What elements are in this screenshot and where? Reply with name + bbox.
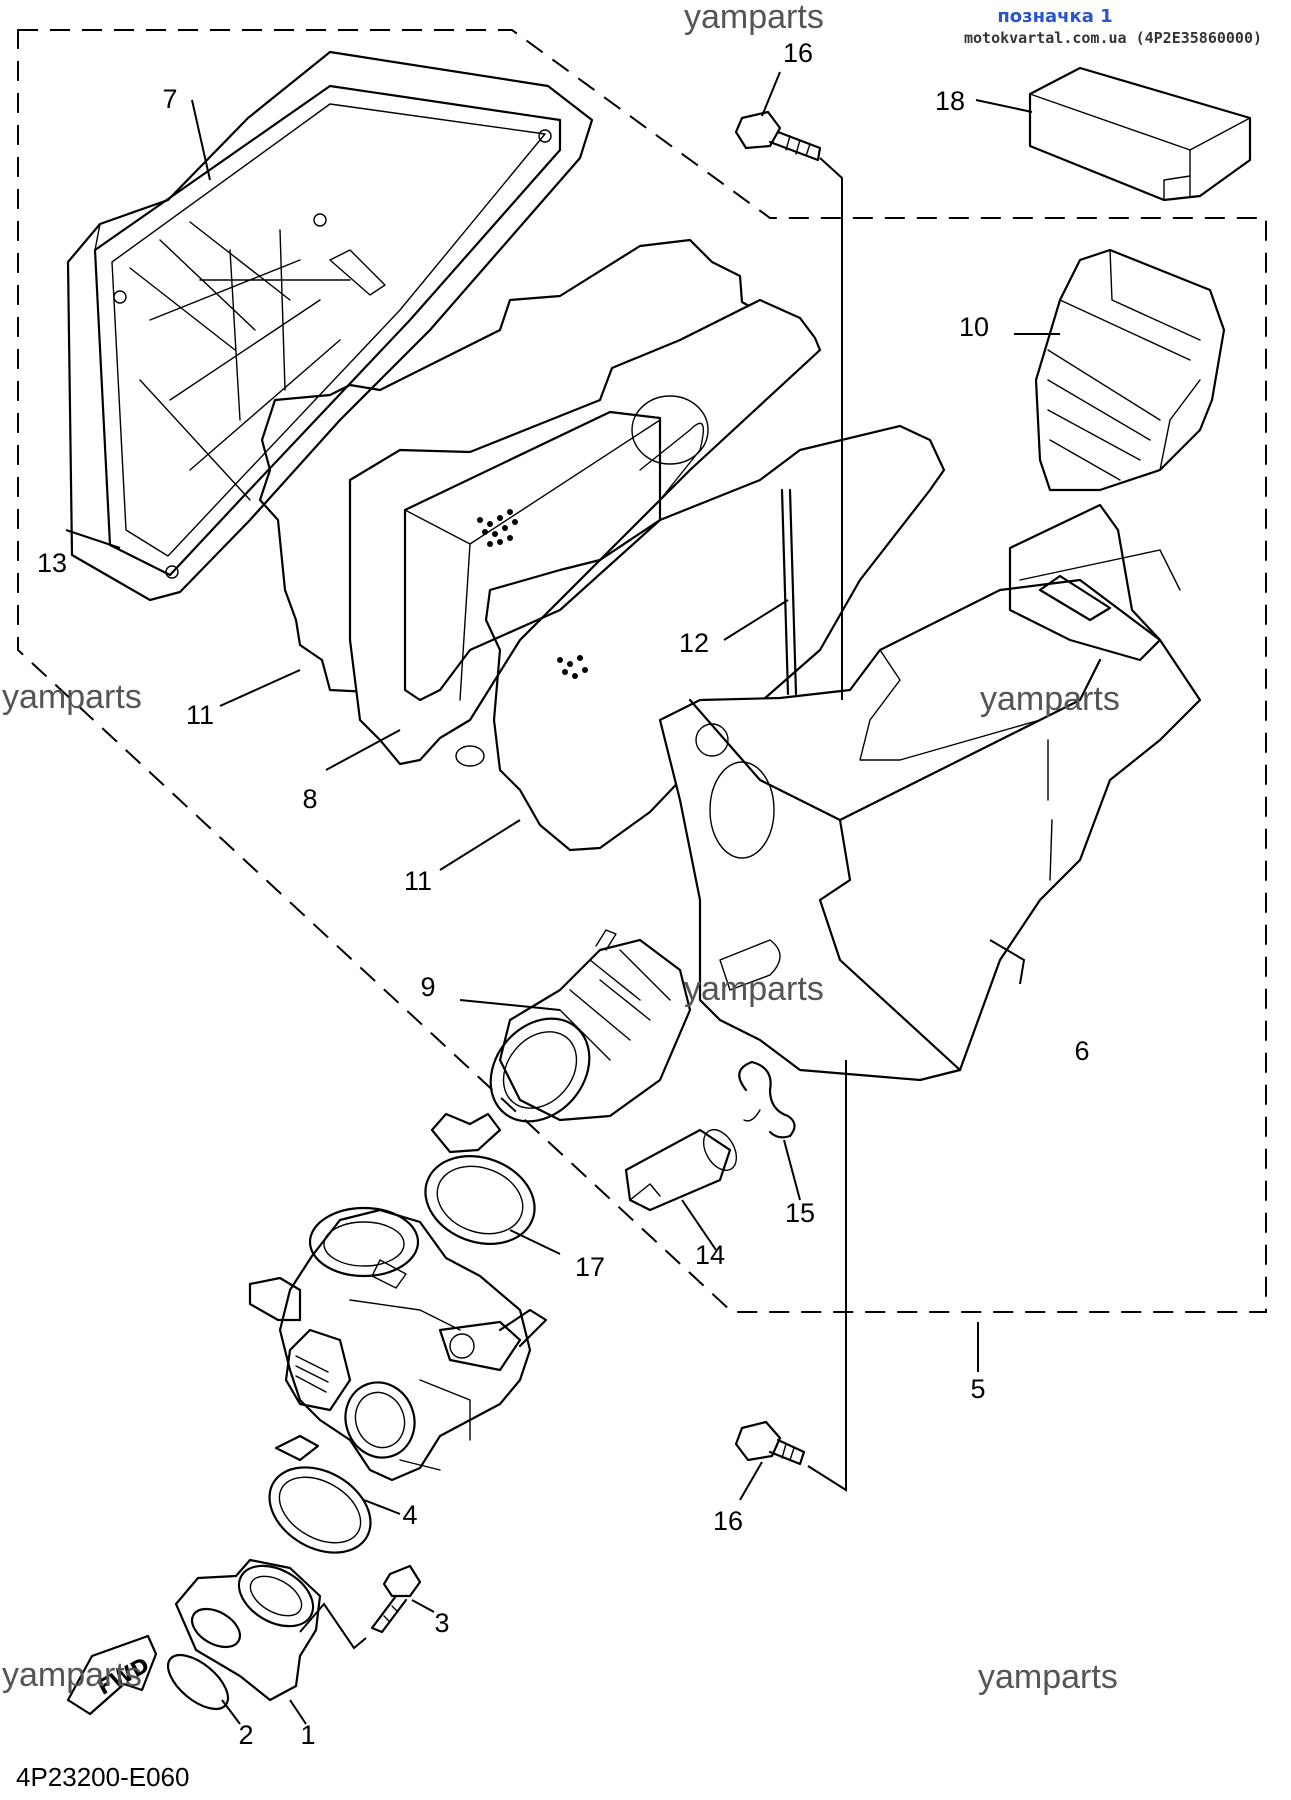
part-10-joint-duct (1034, 248, 1226, 492)
header-title: позначка 1 (997, 6, 1112, 27)
callout-1: 1 (300, 1720, 315, 1750)
part-6-filter-case (658, 549, 1202, 1082)
callout-11-upper: 11 (186, 700, 214, 730)
callout-16-upper: 16 (783, 38, 813, 68)
callout-11-lower: 11 (404, 866, 432, 896)
callout-14: 14 (695, 1240, 725, 1270)
part-16-link-line (807, 157, 847, 1492)
callout-labels: 1 2 3 4 5 6 7 8 9 10 11 11 12 13 14 15 1… (37, 38, 1090, 1750)
part-7-case-cover (66, 50, 594, 602)
part-8-filter-element (348, 298, 822, 767)
watermark-bottom-left: yamparts (2, 1656, 142, 1694)
part-12-rod (780, 488, 798, 696)
callout-12: 12 (679, 628, 709, 658)
watermark-center: yamparts (684, 970, 824, 1008)
part-3-link-line (299, 1602, 367, 1650)
watermark-left: yamparts (2, 678, 142, 716)
assembly-boundary (17, 29, 1267, 1313)
part-4-clamp (268, 1434, 372, 1554)
part-16-bolt-lower (734, 1420, 806, 1466)
callout-13: 13 (37, 548, 67, 578)
watermarks: yamparts yamparts yamparts yamparts yamp… (2, 0, 1120, 1696)
header-site: motokvartal.com.ua (4P2E35860000) (964, 29, 1262, 47)
leader-lines (65, 71, 1060, 1725)
carburetor (248, 1206, 548, 1482)
part-9-intake-joint (489, 929, 692, 1123)
filter-mesh-dots (477, 509, 588, 679)
part-1-carburetor-joint (174, 1558, 322, 1702)
callout-17: 17 (575, 1252, 605, 1282)
watermark-top: yamparts (684, 0, 824, 36)
callout-18: 18 (935, 86, 965, 116)
watermark-bottom-right: yamparts (978, 1658, 1118, 1696)
part-16-bolt-upper (734, 110, 822, 162)
callout-9: 9 (420, 972, 435, 1002)
callout-7: 7 (162, 84, 177, 114)
callout-16-lower: 16 (713, 1506, 743, 1536)
watermark-right: yamparts (980, 680, 1120, 718)
callout-5: 5 (970, 1374, 985, 1404)
part-17-clamp (424, 1112, 536, 1245)
diagram-code: 4P23200-E060 (16, 1762, 189, 1792)
part-11-gasket-lower (484, 424, 946, 852)
callout-6: 6 (1074, 1036, 1089, 1066)
callout-3: 3 (434, 1608, 449, 1638)
part-14-drain-plug (624, 1128, 738, 1212)
callout-15: 15 (785, 1198, 815, 1228)
callout-10: 10 (959, 312, 989, 342)
callout-2: 2 (238, 1720, 253, 1750)
callout-4: 4 (402, 1500, 417, 1530)
part-6-duct (1008, 503, 1162, 662)
part-15-clip (738, 1060, 796, 1139)
callout-8: 8 (302, 784, 317, 814)
part-3-bolt (370, 1564, 422, 1634)
part-18-cover (1028, 66, 1252, 202)
